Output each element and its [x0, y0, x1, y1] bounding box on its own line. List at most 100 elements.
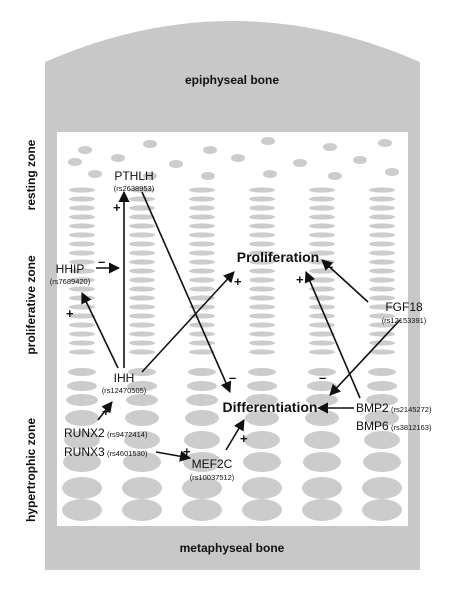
chondrocyte-cell [129, 349, 155, 355]
chondrocyte-cell [65, 410, 99, 426]
chondrocyte-cell [305, 410, 339, 426]
chondrocyte-cell [88, 170, 102, 178]
chondrocyte-cell [68, 158, 82, 166]
sign-minus-fgf18-proliferation: – [326, 259, 333, 274]
chondrocyte-cell [249, 214, 275, 220]
chondrocyte-cell [249, 340, 275, 346]
chondrocyte-cell [293, 159, 307, 167]
chondrocyte-cell [244, 431, 280, 449]
chondrocyte-cell [309, 187, 335, 193]
chondrocyte-cell [249, 250, 275, 256]
chondrocyte-cell [129, 295, 155, 301]
chondrocyte-cell [122, 499, 162, 521]
chondrocyte-cell [69, 232, 95, 238]
ihh-snp: (rs12470505) [102, 386, 147, 395]
chondrocyte-cell [309, 313, 335, 319]
bmp2-label: BMP2 [356, 401, 389, 415]
proliferation-label: Proliferation [237, 249, 319, 265]
arrow-ihh-to-hhip [81, 291, 119, 369]
chondrocyte-cell [129, 277, 155, 283]
bmp6-label: BMP6 [356, 419, 389, 433]
chondrocyte-cell [369, 232, 395, 238]
chondrocyte-cell [249, 223, 275, 229]
chondrocyte-cell [369, 196, 395, 202]
chondrocyte-cell [69, 259, 95, 265]
chondrocyte-cell [378, 139, 392, 147]
chondrocyte-cell [249, 286, 275, 292]
chondrocyte-cell [249, 304, 275, 310]
chondrocyte-cell [369, 223, 395, 229]
chondrocyte-cell [189, 214, 215, 220]
metaphyseal-bone-label: metaphyseal bone [180, 541, 285, 555]
chondrocyte-cell [67, 381, 97, 391]
chondrocyte-cell [126, 394, 158, 406]
chondrocyte-cell [182, 499, 222, 521]
chondrocyte-cell [369, 268, 395, 274]
growth-plate [45, 118, 420, 526]
growth-plate-right-wall [408, 118, 420, 526]
chondrocyte-cell [69, 268, 95, 274]
chondrocyte-cell [129, 223, 155, 229]
arrow-mef2c-to-differentiation [225, 419, 245, 451]
chondrocyte-cell [309, 331, 335, 337]
chondrocyte-cell [189, 205, 215, 211]
arrow-fgf18-to-proliferation [321, 259, 369, 303]
chondrocyte-cell [309, 304, 335, 310]
chondrocyte-cell [189, 187, 215, 193]
chondrocyte-cell [68, 368, 96, 376]
arrow-runx2-to-ihh [97, 401, 113, 421]
chondrocyte-cell [182, 477, 222, 499]
chondrocyte-cell [369, 340, 395, 346]
chondrocyte-cell [246, 394, 278, 406]
chondrocyte-cell [189, 196, 215, 202]
mef2c-snp: (rs10037512) [190, 473, 235, 482]
chondrocyte-cell [187, 381, 217, 391]
chondrocyte-cell [242, 477, 282, 499]
chondrocyte-cell [261, 137, 275, 145]
chondrocyte-cell [302, 499, 342, 521]
growth-plate-left-wall [45, 118, 57, 526]
chondrocyte-cell [308, 368, 336, 376]
ihh-label: IHH [114, 371, 135, 385]
chondrocyte-cell [362, 499, 402, 521]
pthlh-label: PTHLH [114, 169, 153, 183]
chondrocyte-cell [248, 368, 276, 376]
chondrocyte-cell [188, 368, 216, 376]
chondrocyte-cell [369, 259, 395, 265]
chondrocyte-cell [249, 259, 275, 265]
hypertrophic-zone-label: hypertrophic zone [24, 418, 38, 522]
chondrocyte-cell [249, 277, 275, 283]
chondrocyte-cell [69, 322, 95, 328]
chondrocyte-cell [189, 286, 215, 292]
sign-plus-ihh-hhip: + [66, 306, 74, 321]
regulatory-arrows [81, 190, 401, 462]
chondrocyte-cell [309, 232, 335, 238]
chondrocyte-cell [249, 196, 275, 202]
chondrocyte-cell [309, 277, 335, 283]
sign-plus-bmp-proliferation: + [296, 272, 304, 287]
chondrocyte-cell [369, 277, 395, 283]
chondrocyte-cell [369, 295, 395, 301]
chondrocyte-cell [69, 214, 95, 220]
chondrocyte-cell [249, 349, 275, 355]
chondrocyte-cell [143, 172, 157, 180]
chondrocyte-cell [263, 170, 277, 178]
chondrocyte-cell [245, 410, 279, 426]
chondrocyte-cell [367, 381, 397, 391]
chondrocyte-cell [309, 241, 335, 247]
chondrocyte-cell [249, 331, 275, 337]
chondrocyte-cell [369, 241, 395, 247]
chondrocyte-cell [309, 214, 335, 220]
chondrocyte-cell [69, 286, 95, 292]
chondrocyte-cell [63, 452, 101, 472]
chondrocyte-cell [369, 187, 395, 193]
runx2-label: RUNX2 [64, 426, 105, 440]
chondrocyte-cell [189, 340, 215, 346]
epiphyseal-bone-band [45, 118, 420, 132]
chondrocyte-cell [309, 295, 335, 301]
chondrocyte-cell [201, 172, 215, 180]
chondrocyte-cell [328, 172, 342, 180]
chondrocyte-cell [369, 349, 395, 355]
chondrocyte-cell [186, 394, 218, 406]
chondrocyte-cell [385, 168, 399, 176]
